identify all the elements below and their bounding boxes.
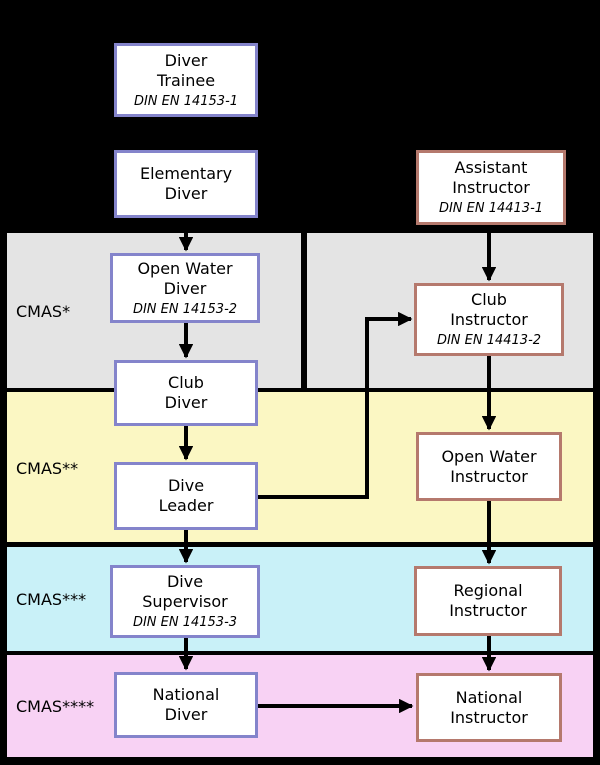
node-label: Diver [164, 393, 208, 412]
node-regional-instructor: Regional Instructor [414, 566, 562, 636]
node-open-water-diver: Open Water Diver DIN EN 14153-2 [110, 253, 260, 323]
node-standard: DIN EN 14413-1 [438, 201, 544, 216]
node-label: Instructor [450, 707, 528, 727]
node-label: Assistant [454, 158, 528, 177]
node-dive-supervisor: Dive Supervisor DIN EN 14153-3 [110, 565, 260, 638]
node-national-diver: National Diver [114, 672, 258, 738]
node-elementary-diver: Elementary Diver [114, 150, 258, 218]
node-label: Club [168, 373, 204, 392]
node-diver-trainee: Diver Trainee DIN EN 14153-1 [114, 43, 258, 117]
node-club-instructor: Club Instructor DIN EN 14413-2 [414, 283, 564, 356]
node-label: Diver [164, 184, 208, 203]
node-label: National [152, 685, 220, 704]
node-label: Trainee [156, 70, 216, 90]
node-standard: DIN EN 14413-2 [436, 333, 542, 348]
node-label: Instructor [452, 178, 530, 197]
band-label-cmas4: CMAS**** [16, 697, 95, 716]
node-label: Elementary [139, 164, 233, 183]
node-standard: DIN EN 14153-3 [132, 615, 238, 630]
node-club-diver: Club Diver [114, 360, 258, 426]
node-label: Open Water [137, 258, 233, 278]
band-label-cmas1: CMAS* [16, 302, 71, 321]
node-label: Dive [166, 572, 204, 591]
node-label: Diver [164, 705, 208, 724]
node-label: National [455, 687, 523, 707]
node-open-water-instructor: Open Water Instructor [416, 432, 562, 501]
node-label: Regional [453, 581, 523, 600]
node-standard: DIN EN 14153-1 [133, 93, 239, 109]
node-label: Instructor [450, 310, 528, 329]
node-label: Supervisor [142, 592, 228, 611]
band-label-cmas2: CMAS** [16, 459, 79, 478]
node-assistant-instructor: Assistant Instructor DIN EN 14413-1 [416, 150, 566, 225]
node-national-instructor: National Instructor [416, 673, 562, 742]
node-label: Leader [158, 496, 214, 515]
node-standard: DIN EN 14153-2 [132, 301, 238, 317]
node-label: Instructor [450, 466, 528, 486]
node-label: Open Water [441, 446, 537, 466]
node-label: Diver [164, 50, 208, 70]
node-dive-leader: Dive Leader [114, 462, 258, 530]
node-label: Dive [167, 476, 205, 495]
band-label-cmas3: CMAS*** [16, 590, 87, 609]
node-label: Diver [163, 278, 207, 298]
node-label: Instructor [449, 601, 527, 620]
node-label: Club [471, 290, 507, 309]
